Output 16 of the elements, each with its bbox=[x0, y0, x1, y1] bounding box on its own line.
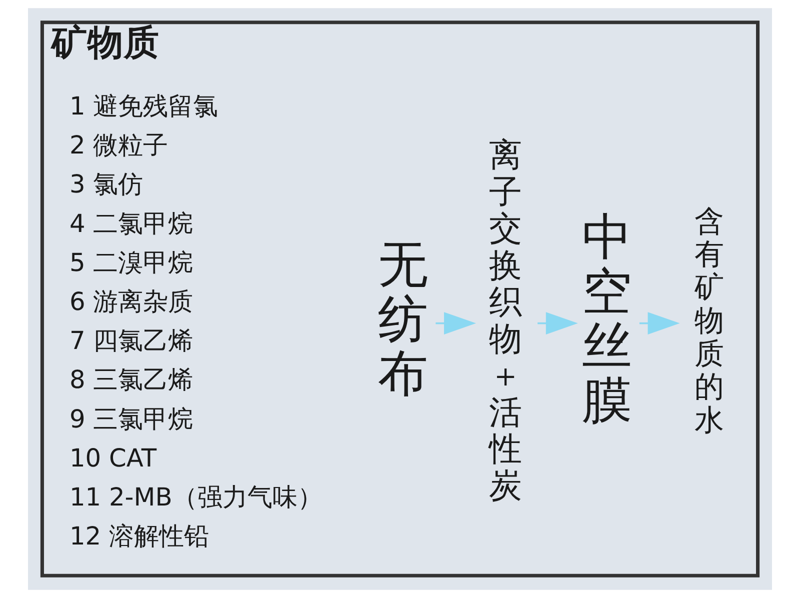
label: 11 2-MB（强力气味） bbox=[69, 482, 322, 512]
label: 3 氯仿 bbox=[69, 170, 144, 199]
label: 7 四氯乙烯 bbox=[69, 326, 194, 356]
label: 6 游离杂质 bbox=[69, 287, 194, 316]
node-text: 中空丝膜 bbox=[582, 208, 632, 430]
node-text: 含有矿物质的水 bbox=[694, 204, 724, 437]
node-text: 无纺布 bbox=[378, 235, 428, 402]
label: 1 避免残留氯 bbox=[69, 92, 218, 121]
label: 9 三氯甲烷 bbox=[69, 404, 194, 434]
label: 2 微粒子 bbox=[69, 130, 168, 160]
node-text: 离子交换织物＋活性炭 bbox=[488, 135, 522, 505]
label: 5 二溴甲烷 bbox=[69, 248, 194, 277]
label: 8 三氯乙烯 bbox=[69, 365, 194, 394]
label: 4 二氯甲烷 bbox=[69, 208, 194, 238]
label: 10 CAT bbox=[69, 443, 157, 472]
label: 12 溶解性铅 bbox=[69, 522, 210, 551]
